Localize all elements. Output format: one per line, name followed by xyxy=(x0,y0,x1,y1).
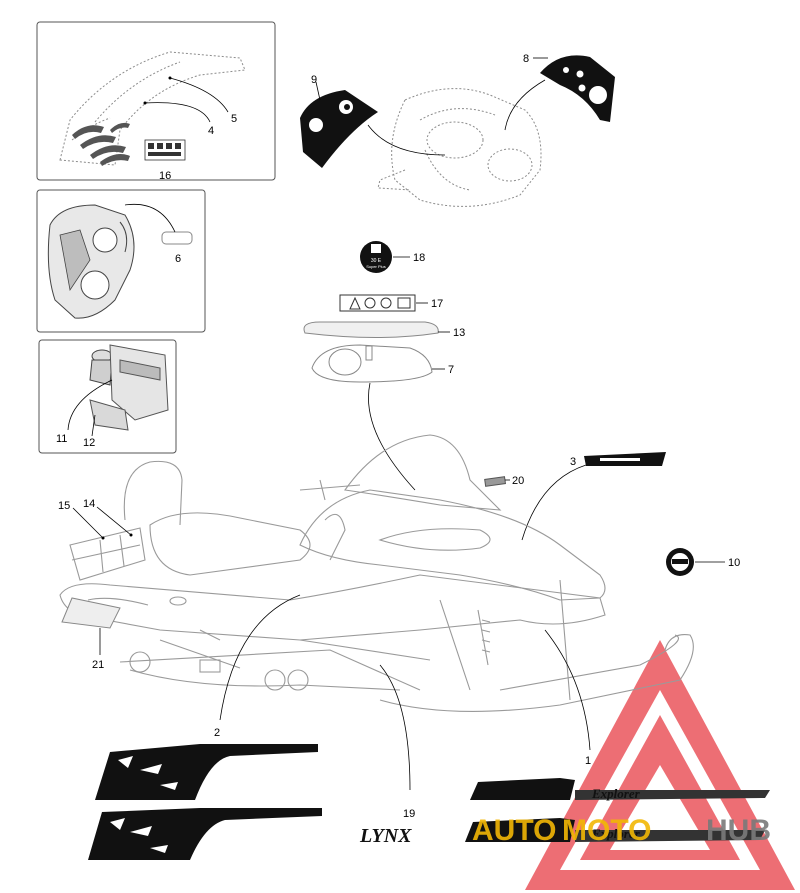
decal-13-windshield-strip xyxy=(303,321,439,338)
callout-20: 20 xyxy=(512,475,524,487)
callout-1: 1 xyxy=(585,755,591,767)
callout-19: 19 xyxy=(403,808,415,820)
callout-15: 15 xyxy=(58,500,70,512)
belt-guard-drawing xyxy=(47,204,193,319)
decal-1-explorer-upper: Explorer xyxy=(470,778,770,801)
callout-6: 6 xyxy=(175,253,181,265)
snowmobile-drawing xyxy=(59,434,694,712)
explorer-decal-text-lower: Explorer xyxy=(591,826,641,841)
callout-11: 11 xyxy=(56,433,67,445)
decal-1-explorer-lower: Explorer xyxy=(465,818,765,842)
watermark-text: AUTO MOTO HUB xyxy=(472,814,771,847)
callout-12: 12 xyxy=(83,437,95,449)
decal-9-console-left xyxy=(300,90,378,168)
decal-20 xyxy=(484,476,507,487)
watermark-part3: HUB xyxy=(706,814,771,847)
decal-21-rear-flap xyxy=(61,597,121,629)
lynx-decal-text: LYNX xyxy=(359,825,412,847)
fuel-decal: 30 E Super Plus xyxy=(360,241,392,273)
warning-strip-decal xyxy=(339,294,416,312)
callout-5: 5 xyxy=(231,113,237,125)
callout-18: 18 xyxy=(413,252,425,264)
watermark-part1: AUTO xyxy=(472,814,556,847)
callout-21: 21 xyxy=(92,659,104,671)
callout-7: 7 xyxy=(448,364,454,376)
callout-13: 13 xyxy=(453,327,465,339)
coolant-tank-drawing xyxy=(89,344,169,431)
decal-2-lower xyxy=(88,808,322,860)
belt-guard-decal xyxy=(161,231,193,245)
decal-7-dash xyxy=(311,344,433,383)
tunnel-drawing xyxy=(59,51,246,166)
fuel-decal-line1: 30 E xyxy=(371,258,382,264)
console-drawing xyxy=(377,88,542,207)
decal-3-side-strip xyxy=(584,452,666,466)
decal-10-emblem xyxy=(666,548,694,576)
callout-3: 3 xyxy=(570,456,576,468)
decal-8-console-right xyxy=(540,55,615,122)
fuel-decal-line2: Super Plus xyxy=(366,264,386,269)
decal-19-lynx: LYNX xyxy=(359,825,412,847)
callout-4: 4 xyxy=(208,125,214,137)
callout-8: 8 xyxy=(523,53,529,65)
callout-2: 2 xyxy=(214,727,220,739)
watermark-part2: MOTO xyxy=(562,814,651,847)
explorer-decal-text-upper: Explorer xyxy=(591,786,641,801)
callout-10: 10 xyxy=(728,557,740,569)
callout-16: 16 xyxy=(159,170,171,182)
decal-2-upper xyxy=(95,744,318,800)
callout-17: 17 xyxy=(431,298,443,310)
callout-14: 14 xyxy=(83,498,95,510)
watermark-logo xyxy=(525,640,795,890)
callout-9: 9 xyxy=(311,74,317,86)
